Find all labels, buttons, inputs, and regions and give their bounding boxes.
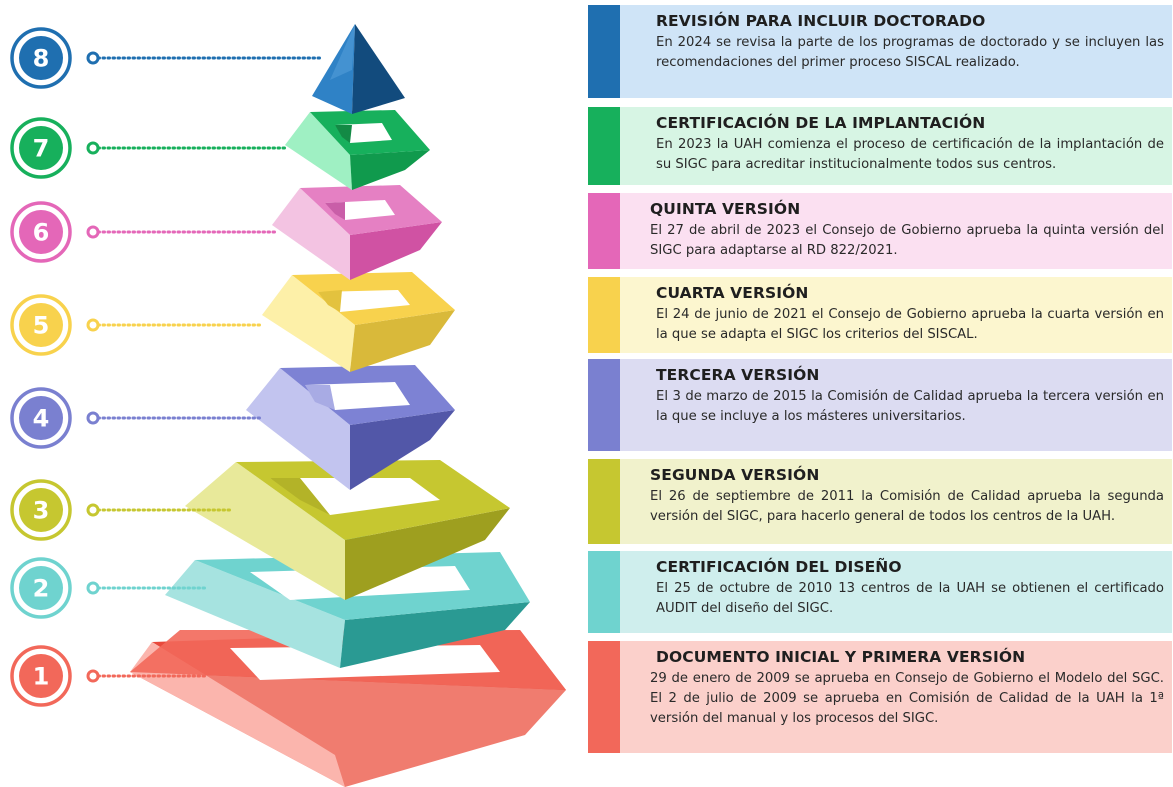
step-6-panel: QUINTA VERSIÓN El 27 de abril de 2023 el… <box>588 193 1172 269</box>
step-3-description: El 26 de septiembre de 2011 la Comisión … <box>650 489 1164 524</box>
step-4-badge-number: 4 <box>33 405 50 433</box>
step-7-panel: CERTIFICACIÓN DE LA IMPLANTACIÓN En 2023… <box>588 107 1172 185</box>
step-6-description: El 27 de abril de 2023 el Consejo de Gob… <box>650 223 1164 258</box>
step-1-panel: DOCUMENTO INICIAL Y PRIMERA VERSIÓN 29 d… <box>588 641 1172 753</box>
step-7-badge: 7 <box>10 117 72 179</box>
step-1-color-bar <box>588 641 620 753</box>
step-2-badge: 2 <box>10 557 72 619</box>
step-1-title: DOCUMENTO INICIAL Y PRIMERA VERSIÓN <box>656 648 1026 666</box>
step-5-description: El 24 de junio de 2021 el Consejo de Gob… <box>656 307 1164 342</box>
step-2-badge-number: 2 <box>33 575 50 603</box>
step-4-description: El 3 de marzo de 2015 la Comisión de Cal… <box>656 389 1164 424</box>
step-5-title: CUARTA VERSIÓN <box>656 284 809 302</box>
pyramid-level-5 <box>262 272 455 372</box>
step-5-badge-number: 5 <box>33 312 50 340</box>
step-7-badge-number: 7 <box>33 135 50 163</box>
step-8-color-bar <box>588 5 620 98</box>
step-7-description: En 2023 la UAH comienza el proceso de ce… <box>656 137 1164 172</box>
pyramid-level-8 <box>312 24 405 114</box>
step-7-color-bar <box>588 107 620 185</box>
step-1-badge-number: 1 <box>33 663 50 691</box>
step-4-title: TERCERA VERSIÓN <box>656 366 820 384</box>
pyramid-level-4 <box>246 365 455 490</box>
step-1-badge: 1 <box>10 645 72 707</box>
step-8-description: En 2024 se revisa la parte de los progra… <box>656 35 1164 70</box>
step-8-badge: 8 <box>10 27 72 89</box>
step-3-badge: 3 <box>10 479 72 541</box>
step-8-connector-dot <box>86 51 100 65</box>
pyramid-level-3 <box>185 460 510 600</box>
step-3-title: SEGUNDA VERSIÓN <box>650 466 820 484</box>
step-3-color-bar <box>588 459 620 544</box>
step-2-title: CERTIFICACIÓN DEL DISEÑO <box>656 558 902 576</box>
step-3-panel: SEGUNDA VERSIÓN El 26 de septiembre de 2… <box>588 459 1172 544</box>
step-2-panel: CERTIFICACIÓN DEL DISEÑO El 25 de octubr… <box>588 551 1172 633</box>
pyramid-diagram: 8 7 6 5 4 3 2 1 <box>10 24 566 787</box>
step-8-badge-number: 8 <box>33 45 50 73</box>
step-4-panel: TERCERA VERSIÓN El 3 de marzo de 2015 la… <box>588 359 1172 451</box>
step-5-badge: 5 <box>10 294 72 356</box>
step-6-connector-dot <box>86 225 100 239</box>
step-1-description: 29 de enero de 2009 se aprueba en Consej… <box>650 671 1164 726</box>
pyramid-level-7 <box>285 110 430 190</box>
step-2-connector-dot <box>86 581 100 595</box>
step-6-badge-number: 6 <box>33 219 50 247</box>
step-5-panel: CUARTA VERSIÓN El 24 de junio de 2021 el… <box>588 277 1172 353</box>
step-5-color-bar <box>588 277 620 353</box>
step-1-connector-dot <box>86 669 100 683</box>
step-4-color-bar <box>588 359 620 451</box>
step-2-color-bar <box>588 551 620 633</box>
step-4-badge: 4 <box>10 387 72 449</box>
step-6-badge: 6 <box>10 201 72 263</box>
step-7-connector-dot <box>86 141 100 155</box>
pyramid-level-6 <box>272 185 442 280</box>
step-6-color-bar <box>588 193 620 269</box>
step-2-description: El 25 de octubre de 2010 13 centros de l… <box>656 581 1164 616</box>
step-3-badge-number: 3 <box>33 497 50 525</box>
step-6-title: QUINTA VERSIÓN <box>650 200 801 218</box>
step-7-title: CERTIFICACIÓN DE LA IMPLANTACIÓN <box>656 114 986 132</box>
step-8-title: REVISIÓN PARA INCLUIR DOCTORADO <box>656 12 986 30</box>
step-5-connector-dot <box>86 318 100 332</box>
step-4-connector-dot <box>86 411 100 425</box>
step-3-connector-dot <box>86 503 100 517</box>
step-8-panel: REVISIÓN PARA INCLUIR DOCTORADO En 2024 … <box>588 5 1172 98</box>
